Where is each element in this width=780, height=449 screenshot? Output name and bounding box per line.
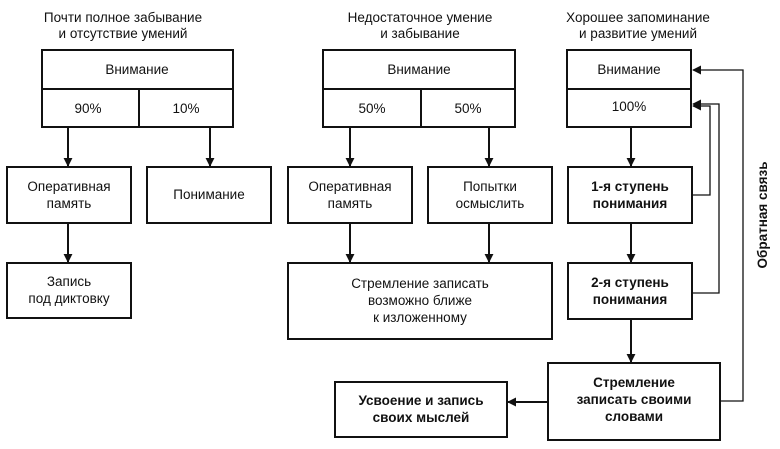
column-2-operative-memory-line-1: Оперативная (308, 179, 391, 194)
column-2-strive-record-box (287, 262, 553, 340)
column-3-feedback-loop-arrow (692, 65, 744, 402)
column-2-attention-label: Внимание (387, 62, 450, 77)
column-3-step2-line-1: 2-я ступень (591, 275, 669, 290)
column-3-assimilation-line-2: своих мыслей (373, 410, 470, 425)
column-1-dictation-line-1: Запись (47, 274, 91, 289)
column-2-attempts-line-1: Попытки (463, 179, 517, 194)
column-1-split-right-percent: 10% (172, 101, 199, 116)
feedback-label: Обратная связь (755, 161, 770, 268)
column-3-step2-box (567, 262, 693, 320)
column-1-operative-memory-box (6, 166, 132, 224)
column-3-attention-label: Внимание (597, 62, 660, 77)
column-3-own-words-line-3: словами (605, 409, 663, 424)
column-2-heading-line-1: Недостаточное умение (348, 10, 493, 25)
column-3: Хорошее запоминание и развитие умений Вн… (334, 10, 770, 441)
column-1-heading-line-1: Почти полное забывание (44, 10, 202, 25)
column-1-heading-line-2: и отсутствие умений (59, 26, 188, 41)
column-1-operative-memory-line-2: память (47, 196, 92, 211)
column-3-assimilation-line-1: Усвоение и запись (359, 393, 484, 408)
column-3-assimilation-box (334, 381, 508, 438)
column-3-own-words-box (547, 362, 721, 441)
column-1-split-left-percent: 90% (74, 101, 101, 116)
column-1-attention-label: Внимание (105, 62, 168, 77)
column-3-own-words-line-2: записать своими (577, 392, 692, 407)
column-2-split-right-percent: 50% (454, 101, 481, 116)
column-2-heading-line-2: и забывание (380, 26, 459, 41)
column-2-attempts-line-2: осмыслить (456, 196, 525, 211)
column-2-strive-record-line-3: к изложенному (373, 310, 467, 325)
column-2-strive-record-line-2: возможно ближе (368, 293, 472, 308)
column-2-attempts-box (427, 166, 553, 224)
column-3-step1-loop-arrow (692, 101, 711, 196)
column-1-dictation-line-2: под диктовку (28, 291, 109, 306)
column-3-percent-label: 100% (612, 99, 647, 114)
column-3-heading-line-1: Хорошее запоминание (566, 10, 710, 25)
column-3-heading-line-2: и развитие умений (579, 26, 697, 41)
column-2-strive-record-line-1: Стремление записать (351, 276, 489, 291)
column-1: Почти полное забывание и отсутствие умен… (6, 10, 272, 319)
column-2-operative-memory-line-2: память (328, 196, 373, 211)
column-2-split-left-percent: 50% (358, 101, 385, 116)
column-1-dictation-box (6, 262, 132, 319)
column-3-step1-line-1: 1-я ступень (591, 179, 669, 194)
column-3-step1-box (567, 166, 693, 224)
column-1-operative-memory-line-1: Оперативная (27, 179, 110, 194)
column-3-step1-line-2: понимания (593, 196, 668, 211)
column-1-understanding-box (146, 166, 272, 224)
column-3-step2-line-2: понимания (593, 292, 668, 307)
column-1-understanding-label: Понимание (173, 187, 245, 202)
column-3-own-words-line-1: Стремление (593, 375, 675, 390)
column-2: Недостаточное умение и забывание Внимани… (287, 10, 553, 340)
column-2-operative-memory-box (287, 166, 413, 224)
column-3-step2-loop-arrow (692, 99, 720, 294)
